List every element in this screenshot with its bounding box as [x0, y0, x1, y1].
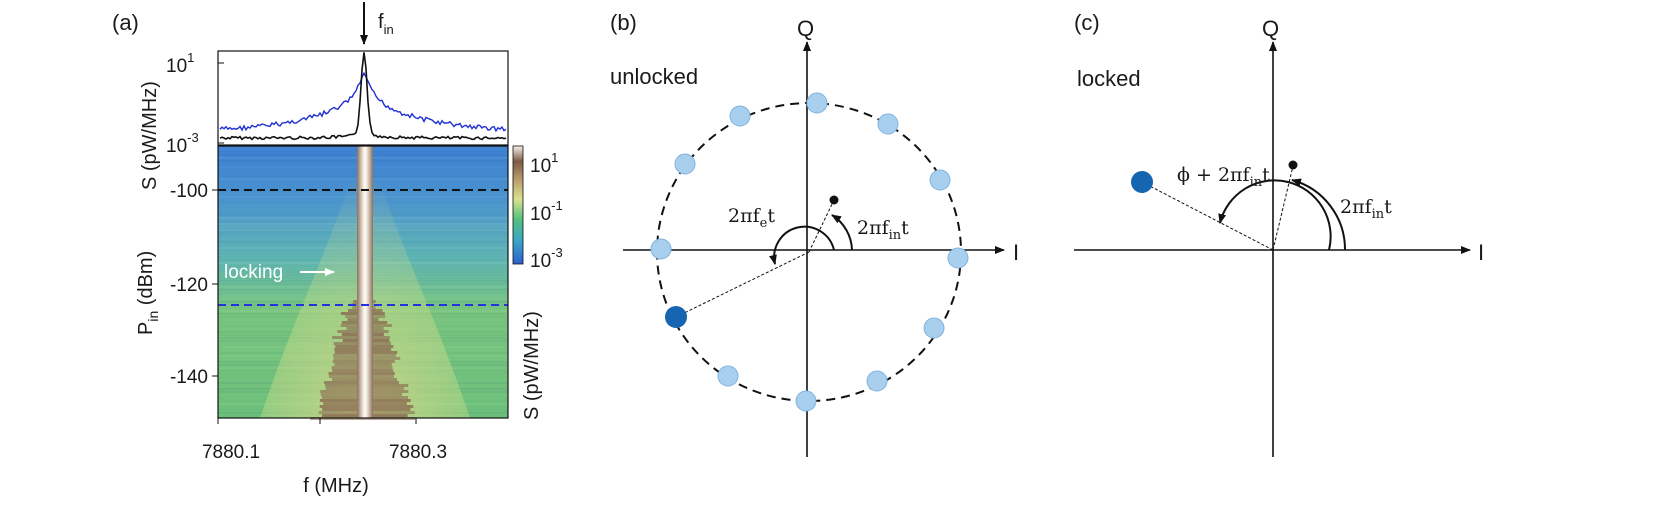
b-solid-point [665, 306, 687, 328]
b-phasor-line [675, 251, 810, 318]
b-input-dot [829, 195, 839, 205]
b-faint-point [717, 365, 739, 387]
map-locked-line [357, 146, 373, 418]
c-q-label: Q [1262, 16, 1279, 41]
b-q-label: Q [797, 16, 814, 41]
map-xtick-label: 7880.1 [202, 442, 260, 463]
b-fin-label: 2πfint [857, 217, 909, 243]
c-phase-arc [1218, 179, 1332, 251]
spectrum-ytick-top-label: 101 [166, 50, 194, 77]
b-fe-arc [769, 225, 835, 265]
fin-label: fin [378, 11, 394, 37]
c-phase-label: ϕ + 2πfint [1177, 164, 1270, 190]
spectrum-ylabel: S (pW/MHz) [139, 81, 161, 190]
b-faint-point [806, 92, 828, 114]
c-input-line [1272, 165, 1294, 251]
power-map: locking -100 -120 -140 7880.1 7880.3 f (… [135, 145, 509, 497]
c-phasor-line [1141, 181, 1274, 251]
colorbar-tick-label: 10-3 [530, 245, 563, 272]
c-input-dot [1288, 160, 1298, 170]
unlocked-spectrum-trace [219, 71, 507, 133]
map-ytick-label: -120 [170, 275, 208, 296]
b-input-line [808, 199, 835, 253]
panel-b-label: (b) [610, 10, 637, 35]
map-ytick-label: -140 [170, 367, 208, 388]
map-ylabel: Pin (dBm) [135, 251, 161, 335]
map-frame [217, 145, 509, 419]
colorbar-gradient [512, 145, 524, 265]
colorbar: 101 10-1 10-3 S (pW/MHz) [512, 145, 563, 420]
b-faint-points [650, 92, 969, 412]
b-faint-point [866, 370, 888, 392]
b-i-label: I [1013, 240, 1019, 265]
b-faint-point [650, 238, 672, 260]
panel-c: (c) locked Q I ϕ + 2πfint 2πfint [1074, 10, 1484, 457]
c-fin-label: 2πfint [1340, 196, 1392, 222]
b-faint-point [674, 153, 696, 175]
b-fe-label: 2πfet [728, 205, 775, 231]
b-faint-point [923, 317, 945, 339]
b-fin-arc [831, 214, 853, 251]
spectrum-plot: 101 10-3 S (pW/MHz) [139, 50, 509, 190]
map-ytick-label: -100 [170, 181, 208, 202]
locked-spectrum-trace [219, 52, 507, 141]
panel-a-label: (a) [112, 10, 139, 35]
b-faint-point [729, 105, 751, 127]
map-xtick-label: 7880.3 [389, 442, 447, 463]
b-faint-point [795, 390, 817, 412]
panel-b-state: unlocked [610, 64, 698, 89]
panel-a: (a) fin 101 10-3 S (pW/MHz) locking [112, 2, 563, 497]
b-faint-point [877, 113, 899, 135]
c-fin-arc [1291, 178, 1347, 251]
c-solid-point [1131, 171, 1153, 193]
spectrum-ytick-bottom-label: 10-3 [166, 130, 199, 157]
c-i-label: I [1478, 240, 1484, 265]
b-faint-point [947, 247, 969, 269]
b-faint-point [929, 169, 951, 191]
locking-annotation: locking [224, 262, 283, 283]
colorbar-label: S (pW/MHz) [521, 311, 543, 420]
panel-c-label: (c) [1074, 10, 1100, 35]
panel-c-state: locked [1077, 66, 1141, 91]
map-xlabel: f (MHz) [303, 475, 369, 497]
colorbar-tick-label: 101 [530, 150, 558, 177]
colorbar-tick-label: 10-1 [530, 198, 563, 225]
panel-b: (b) unlocked Q I 2πfet 2πfint [610, 10, 1019, 457]
